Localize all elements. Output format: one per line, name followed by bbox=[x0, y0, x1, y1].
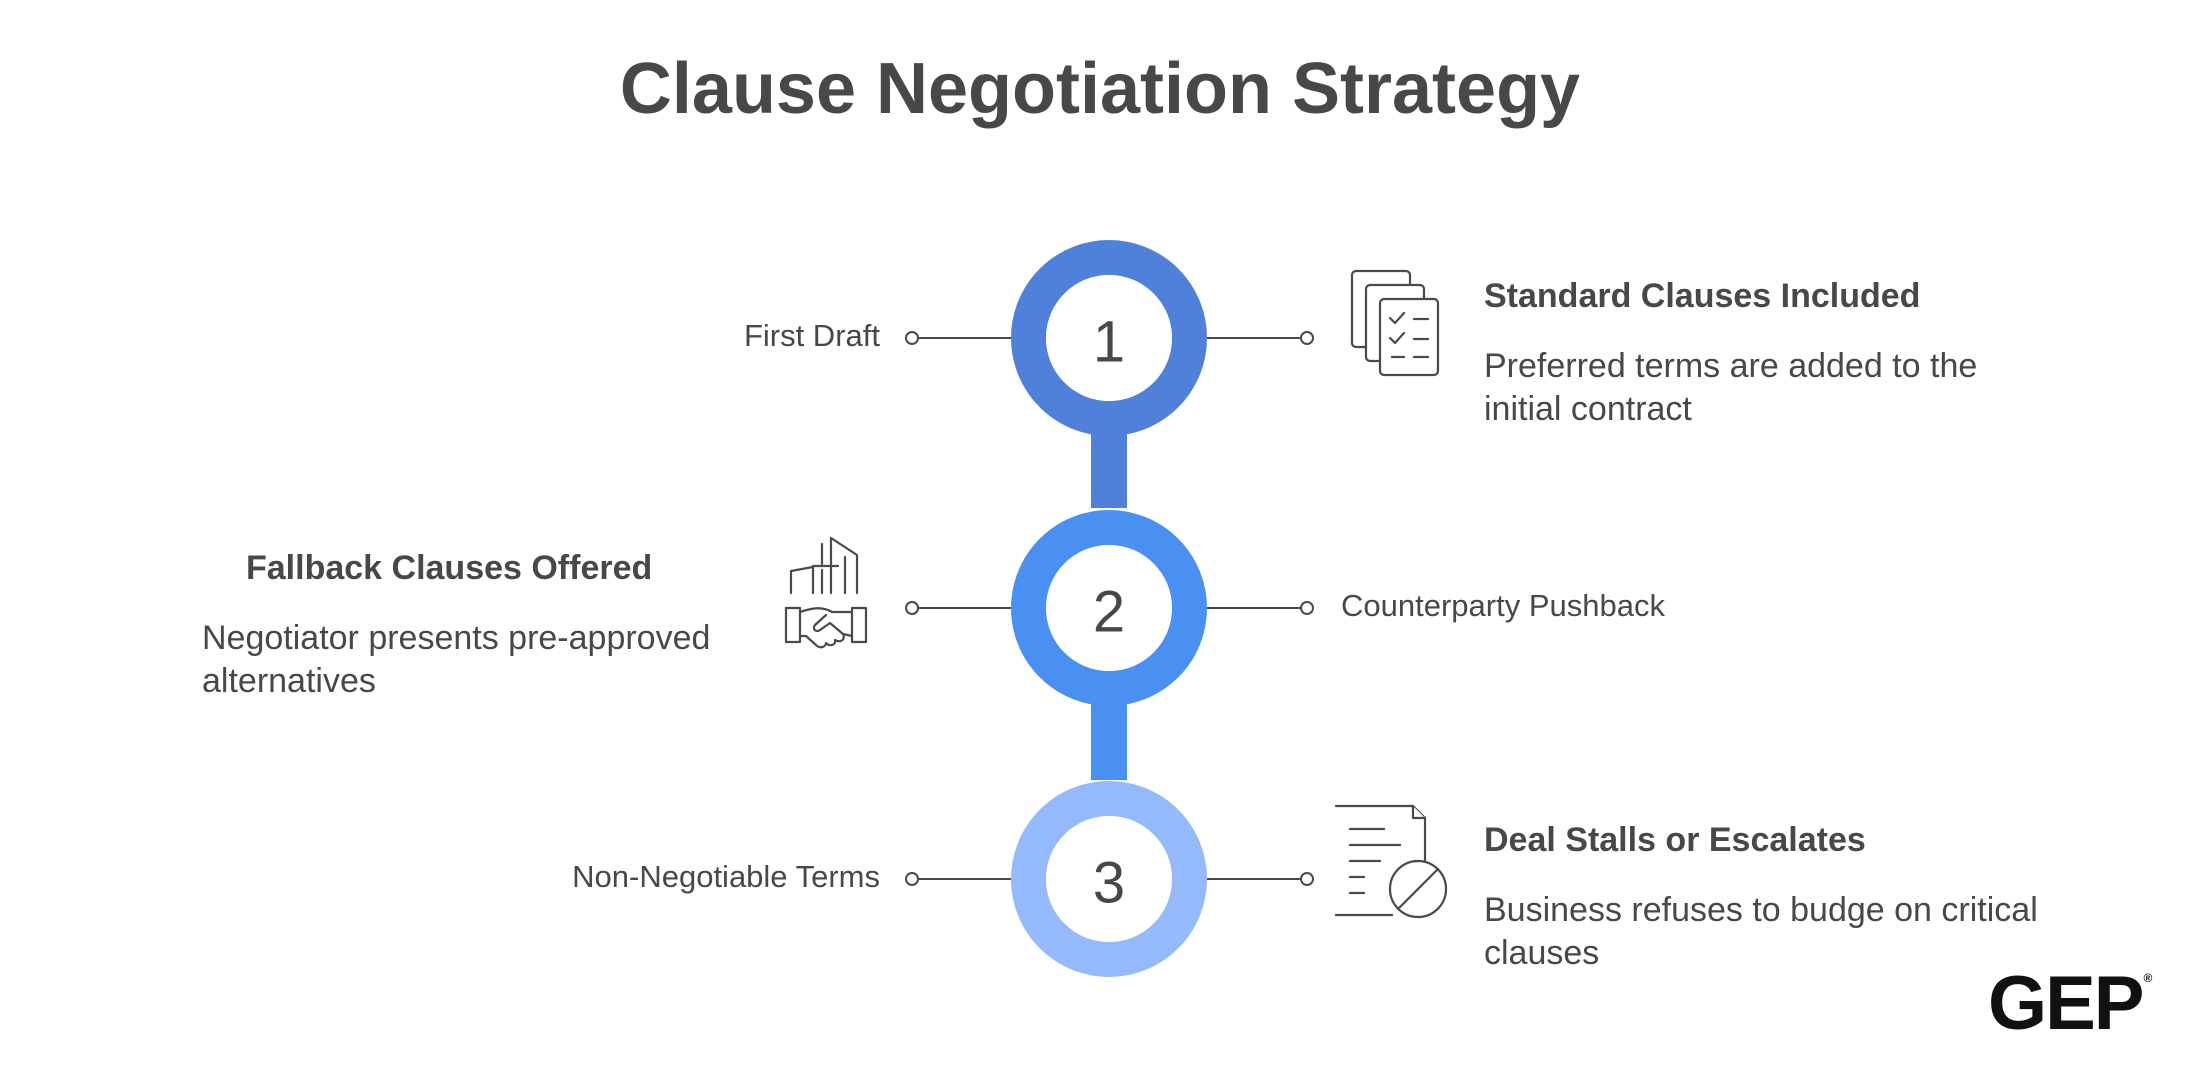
step-2-detail-desc: Negotiator presents pre-approved alterna… bbox=[202, 619, 711, 700]
document-checklist-icon bbox=[1350, 269, 1440, 377]
handshake-buildings-icon bbox=[784, 536, 868, 649]
document-blocked-icon bbox=[1334, 804, 1448, 919]
logo-registered-mark: ® bbox=[2143, 971, 2153, 985]
step-2-detail-title: Fallback Clauses Offered bbox=[246, 549, 653, 587]
step-1-detail-desc: Preferred terms are added to the initial… bbox=[1484, 347, 1978, 428]
gep-logo: GEP® bbox=[1988, 966, 2153, 1042]
step-3-detail-title: Deal Stalls or Escalates bbox=[1484, 821, 1866, 859]
step-node-1: 1 bbox=[1011, 240, 1207, 436]
page-title: Clause Negotiation Strategy bbox=[619, 49, 1581, 129]
step-number-1: 1 bbox=[1093, 310, 1125, 375]
leader-line-2-right bbox=[1207, 601, 1314, 615]
step-number-3: 3 bbox=[1093, 851, 1125, 916]
leader-line-3-right bbox=[1207, 872, 1314, 886]
step-node-3: 3 bbox=[1011, 781, 1207, 977]
leader-line-3-left bbox=[905, 872, 1011, 886]
leader-line-2-left bbox=[905, 601, 1011, 615]
step-3-detail-desc: Business refuses to budge on critical cl… bbox=[1484, 891, 2038, 972]
connector-2-3 bbox=[1091, 700, 1127, 780]
step-1-detail-title: Standard Clauses Included bbox=[1484, 277, 1921, 315]
step-node-2: 2 bbox=[1011, 510, 1207, 706]
connector-1-2 bbox=[1091, 428, 1127, 508]
step-3-label: Non-Negotiable Terms bbox=[572, 859, 880, 894]
leader-line-1-left bbox=[905, 331, 1011, 345]
logo-text: GEP bbox=[1988, 961, 2144, 1046]
step-2-label: Counterparty Pushback bbox=[1341, 588, 1665, 623]
step-1-label: First Draft bbox=[743, 318, 880, 353]
leader-line-1-right bbox=[1207, 331, 1314, 345]
step-number-2: 2 bbox=[1093, 580, 1125, 645]
